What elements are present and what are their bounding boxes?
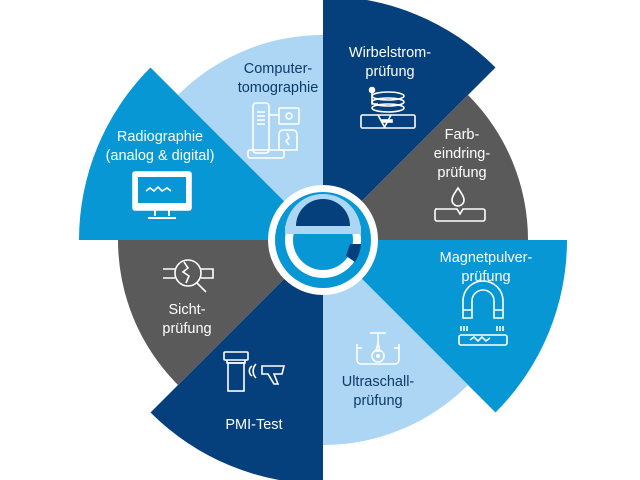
ultrasound-tank-icon — [356, 332, 400, 365]
e-logo-icon — [268, 185, 378, 295]
segment-wirbelstrom — [323, 0, 496, 240]
label-farbeindring: Farb- eindring- prüfung — [387, 126, 537, 183]
magnifier-crack-icon — [163, 259, 214, 293]
ct-scanner-icon — [247, 102, 300, 159]
label-line: prüfung — [461, 269, 511, 285]
label-line: Ultraschall- — [341, 374, 415, 390]
xrf-scanner-icon — [223, 351, 286, 392]
label-line: Magnetpulver- — [439, 250, 533, 266]
label-line: (analog & digital) — [105, 148, 215, 164]
magnet-icon — [458, 280, 508, 346]
label-magnetpulver: Magnetpulver- prüfung — [411, 249, 561, 287]
segment-farbeindring — [323, 95, 528, 240]
droplet-crack-icon — [434, 186, 486, 222]
label-line: prüfung — [162, 321, 212, 337]
label-wirbelstrom: Wirbelstrom- prüfung — [315, 44, 465, 82]
label-line: tomographie — [237, 80, 319, 96]
label-line: prüfung — [365, 64, 415, 80]
label-sicht: Sicht- prüfung — [112, 301, 262, 339]
label-pmi: PMI-Test — [179, 416, 329, 435]
label-computertomographie: Computer- tomographie — [203, 60, 353, 98]
segment-sicht — [117, 240, 324, 385]
label-line: eindring- — [433, 146, 491, 162]
label-line: Radiographie — [116, 129, 204, 145]
label-line: Computer- — [243, 61, 313, 77]
monitor-icon — [132, 171, 192, 219]
label-line: Farb- — [444, 127, 480, 143]
segment-ultraschall — [323, 240, 468, 446]
coil-probe-icon — [360, 86, 416, 129]
label-line: prüfung — [437, 165, 487, 181]
label-line: prüfung — [353, 393, 403, 409]
label-line: Wirbelstrom- — [348, 45, 432, 61]
label-line: PMI-Test — [225, 417, 283, 433]
segment-magnetpulver — [323, 240, 567, 413]
label-ultraschall: Ultraschall- prüfung — [303, 373, 453, 411]
label-line: Sicht- — [168, 302, 206, 318]
segment-computertomographie — [178, 34, 323, 240]
label-radiographie: Radiographie (analog & digital) — [85, 128, 235, 166]
